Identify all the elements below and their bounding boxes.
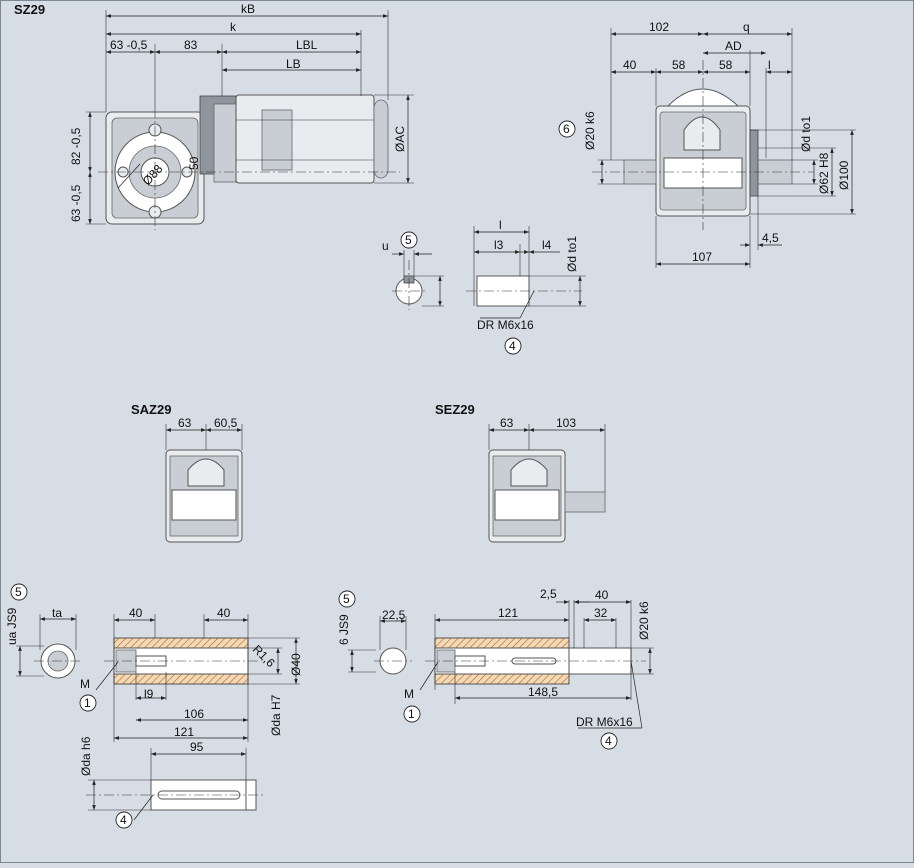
dims-side: 102 q AD 40 58 58 l Ø20 k6 6 Ød to1 Ø62 … bbox=[558, 20, 856, 268]
dim-q: q bbox=[743, 20, 750, 34]
dim-saz-60-5: 60,5 bbox=[214, 416, 238, 430]
dim-95: 95 bbox=[190, 740, 204, 754]
callout-1-hollow bbox=[79, 694, 97, 712]
dim-121-solid: 121 bbox=[498, 606, 518, 620]
dim-106: 106 bbox=[184, 707, 204, 721]
label-dr-m6x16-top: DR M6x16 bbox=[477, 318, 534, 332]
dim-r1-6: R1,6 bbox=[250, 642, 278, 670]
callout-5-top-label: 5 bbox=[405, 233, 412, 247]
dim-83: 83 bbox=[184, 38, 198, 52]
label-m-solid: M bbox=[404, 687, 414, 701]
callout-4-plug bbox=[115, 811, 133, 829]
dim-4-5: 4,5 bbox=[762, 231, 779, 245]
dim-u: u bbox=[382, 239, 389, 253]
callout-5-solid bbox=[338, 590, 356, 608]
dim-saz-63: 63 bbox=[178, 416, 192, 430]
dim-d20k6-side: Ø20 k6 bbox=[583, 111, 597, 150]
view-sz29: SZ29 bbox=[14, 2, 414, 230]
dim-102: 102 bbox=[649, 20, 669, 34]
callout-4-top bbox=[504, 337, 522, 355]
dim-dto1-detail: Ød to1 bbox=[565, 236, 579, 272]
callout-5-hollow bbox=[10, 583, 28, 601]
dim-l4: l4 bbox=[542, 238, 552, 252]
dim-sez-103: 103 bbox=[556, 416, 576, 430]
dims-sz29-top: kB k 63 -0,5 83 LBL LB bbox=[105, 2, 389, 112]
dims-sz29-right: ØAC bbox=[374, 94, 414, 184]
view-side: 102 q AD 40 58 58 l Ø20 k6 6 Ød to1 Ø62 … bbox=[558, 20, 856, 268]
dim-32: 32 bbox=[594, 606, 608, 620]
dim-lbl: LBL bbox=[296, 38, 318, 52]
dim-40-b: 40 bbox=[217, 606, 231, 620]
dim-l-detail: l bbox=[499, 218, 502, 232]
view-shaft-detail: u 5 l l3 l4 Ød to1 DR M6x16 4 bbox=[382, 218, 586, 355]
dim-d100: Ø100 bbox=[837, 160, 851, 190]
callout-4-solid-label: 4 bbox=[605, 734, 612, 748]
dim-l3: l3 bbox=[494, 238, 504, 252]
view-saz29: SAZ29 63 60,5 bbox=[131, 402, 243, 543]
dim-63-05: 63 -0,5 bbox=[110, 38, 148, 52]
motor bbox=[213, 94, 389, 184]
view-hollow-section: 5 ta ua JS9 40 40 R1,6 Ø40 Øda H7 bbox=[5, 583, 303, 742]
dim-22-5: 22,5 bbox=[382, 608, 406, 622]
dim-d20-k6-solid: Ø20 k6 bbox=[637, 601, 651, 640]
dim-ua-js9: ua JS9 bbox=[5, 607, 19, 645]
callout-1-solid bbox=[403, 705, 421, 723]
view-sez29: SEZ29 63 103 bbox=[435, 402, 606, 543]
dim-da-h7: Øda H7 bbox=[269, 694, 283, 736]
dim-50: 50 bbox=[187, 156, 201, 170]
dim-d40: Ø40 bbox=[289, 653, 303, 676]
callout-6 bbox=[558, 120, 576, 138]
dim-lb: LB bbox=[286, 57, 301, 71]
dim-ac: ØAC bbox=[393, 126, 407, 152]
dim-da-h6: Øda h6 bbox=[79, 736, 93, 776]
title-sez29: SEZ29 bbox=[435, 402, 475, 417]
dim-40-solid: 40 bbox=[595, 588, 609, 602]
title-saz29: SAZ29 bbox=[131, 402, 171, 417]
view-plug-shaft: 95 Øda h6 4 bbox=[79, 736, 264, 829]
label-dr-m6x16-solid: DR M6x16 bbox=[576, 715, 633, 729]
dim-82-05: 82 -0,5 bbox=[69, 127, 83, 165]
callout-4-plug-label: 4 bbox=[120, 813, 127, 827]
callout-4-solid bbox=[600, 732, 618, 750]
dim-121-hollow: 121 bbox=[174, 725, 194, 739]
label-m-hollow: M bbox=[80, 677, 90, 691]
dim-107: 107 bbox=[692, 250, 712, 264]
callout-1-hollow-label: 1 bbox=[84, 696, 91, 710]
dim-148-5: 148,5 bbox=[528, 685, 558, 699]
dim-40-a: 40 bbox=[129, 606, 143, 620]
callout-4-top-label: 4 bbox=[509, 339, 516, 353]
dim-ad: AD bbox=[725, 39, 742, 53]
dim-40-side: 40 bbox=[623, 58, 637, 72]
dim-l9: l9 bbox=[144, 687, 154, 701]
view-solid-section: 5 22,5 6 JS9 121 2,5 40 32 bbox=[337, 587, 654, 750]
dim-k: k bbox=[230, 20, 237, 34]
dim-ta: ta bbox=[52, 606, 62, 620]
title-sz29: SZ29 bbox=[14, 2, 45, 17]
dim-58-b: 58 bbox=[719, 58, 733, 72]
dim-sez-63: 63 bbox=[500, 416, 514, 430]
dim-d62h8: Ø62 H8 bbox=[817, 152, 831, 194]
dim-58-a: 58 bbox=[672, 58, 686, 72]
dim-l-side: l bbox=[768, 58, 771, 72]
callout-5-top bbox=[400, 231, 418, 249]
callout-5-solid-label: 5 bbox=[343, 592, 350, 606]
dim-2-5: 2,5 bbox=[540, 587, 557, 601]
callout-5-hollow-label: 5 bbox=[15, 585, 22, 599]
callout-1-solid-label: 1 bbox=[408, 707, 415, 721]
dim-6-js9: 6 JS9 bbox=[337, 614, 351, 645]
dim-kb: kB bbox=[241, 2, 255, 16]
callout-6-label: 6 bbox=[563, 122, 570, 136]
dim-63-05-v: 63 -0,5 bbox=[69, 184, 83, 222]
dim-dto1-side: Ød to1 bbox=[799, 116, 813, 152]
